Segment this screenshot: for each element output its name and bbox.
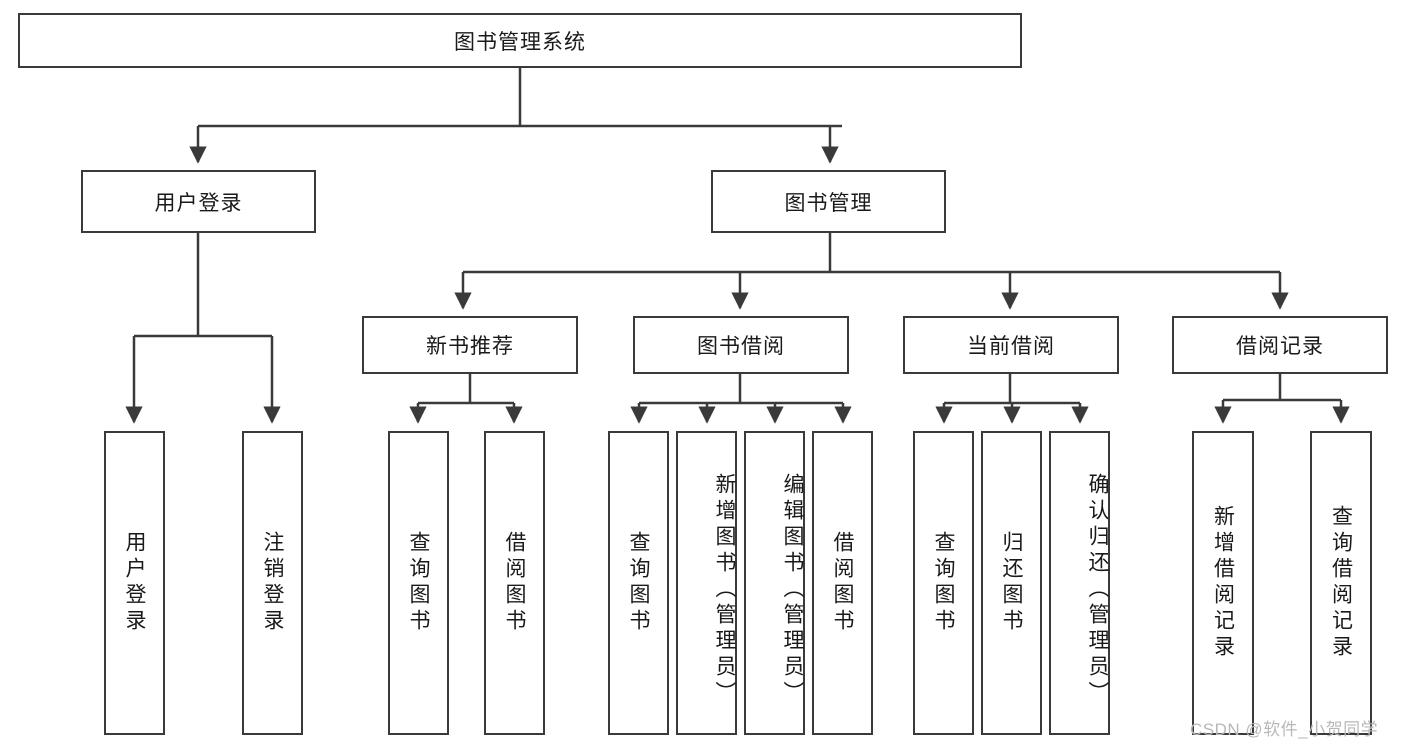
- leaf-label: 查询图书: [627, 531, 650, 635]
- leaf-book-borrow-borrow[interactable]: 借阅图书: [812, 431, 873, 735]
- leaf-user-login-logout[interactable]: 注销登录: [242, 431, 303, 735]
- leaf-label: 借阅图书: [831, 531, 854, 635]
- leaf-new-book-borrow[interactable]: 借阅图书: [484, 431, 545, 735]
- leaf-label: 查询借阅记录: [1329, 505, 1353, 661]
- leaf-new-book-query[interactable]: 查询图书: [388, 431, 449, 735]
- leaf-label: 注销登录: [261, 531, 284, 635]
- leaf-borrow-record-query[interactable]: 查询借阅记录: [1310, 431, 1372, 735]
- leaf-label: 借阅图书: [503, 531, 526, 635]
- leaf-label: 新增图书（管理员）: [713, 473, 736, 707]
- leaf-label: 确认归还（管理员）: [1086, 473, 1109, 707]
- node-new-book-recommend-label: 新书推荐: [426, 335, 514, 358]
- node-user-login-label: 用户登录: [154, 191, 243, 215]
- node-book-borrow[interactable]: 图书借阅: [633, 316, 849, 374]
- leaf-label: 用户登录: [123, 531, 146, 635]
- node-new-book-recommend[interactable]: 新书推荐: [362, 316, 578, 374]
- node-book-manage-label: 图书管理: [784, 191, 873, 215]
- leaf-book-borrow-query[interactable]: 查询图书: [608, 431, 669, 735]
- leaf-current-borrow-query[interactable]: 查询图书: [913, 431, 974, 735]
- node-root[interactable]: 图书管理系统: [18, 13, 1022, 68]
- node-borrow-record[interactable]: 借阅记录: [1172, 316, 1388, 374]
- leaf-user-login-login[interactable]: 用户登录: [104, 431, 165, 735]
- leaf-label: 查询图书: [932, 531, 955, 635]
- node-book-borrow-label: 图书借阅: [697, 335, 785, 358]
- node-current-borrow-label: 当前借阅: [967, 335, 1055, 358]
- node-current-borrow[interactable]: 当前借阅: [903, 316, 1119, 374]
- node-borrow-record-label: 借阅记录: [1236, 335, 1324, 358]
- node-user-login[interactable]: 用户登录: [81, 170, 316, 233]
- leaf-label: 归还图书: [1000, 531, 1023, 635]
- leaf-book-borrow-add[interactable]: 新增图书（管理员）: [676, 431, 737, 735]
- leaf-label: 新增借阅记录: [1211, 505, 1235, 661]
- node-book-manage[interactable]: 图书管理: [711, 170, 946, 233]
- leaf-current-borrow-return[interactable]: 归还图书: [981, 431, 1042, 735]
- leaf-label: 编辑图书（管理员）: [781, 473, 804, 707]
- leaf-label: 查询图书: [407, 531, 430, 635]
- node-root-label: 图书管理系统: [454, 30, 586, 54]
- leaf-current-borrow-confirm-return[interactable]: 确认归还（管理员）: [1049, 431, 1110, 735]
- leaf-borrow-record-add[interactable]: 新增借阅记录: [1192, 431, 1254, 735]
- leaf-book-borrow-edit[interactable]: 编辑图书（管理员）: [744, 431, 805, 735]
- csdn-watermark: CSDN @软件_小贺同学: [1190, 720, 1379, 739]
